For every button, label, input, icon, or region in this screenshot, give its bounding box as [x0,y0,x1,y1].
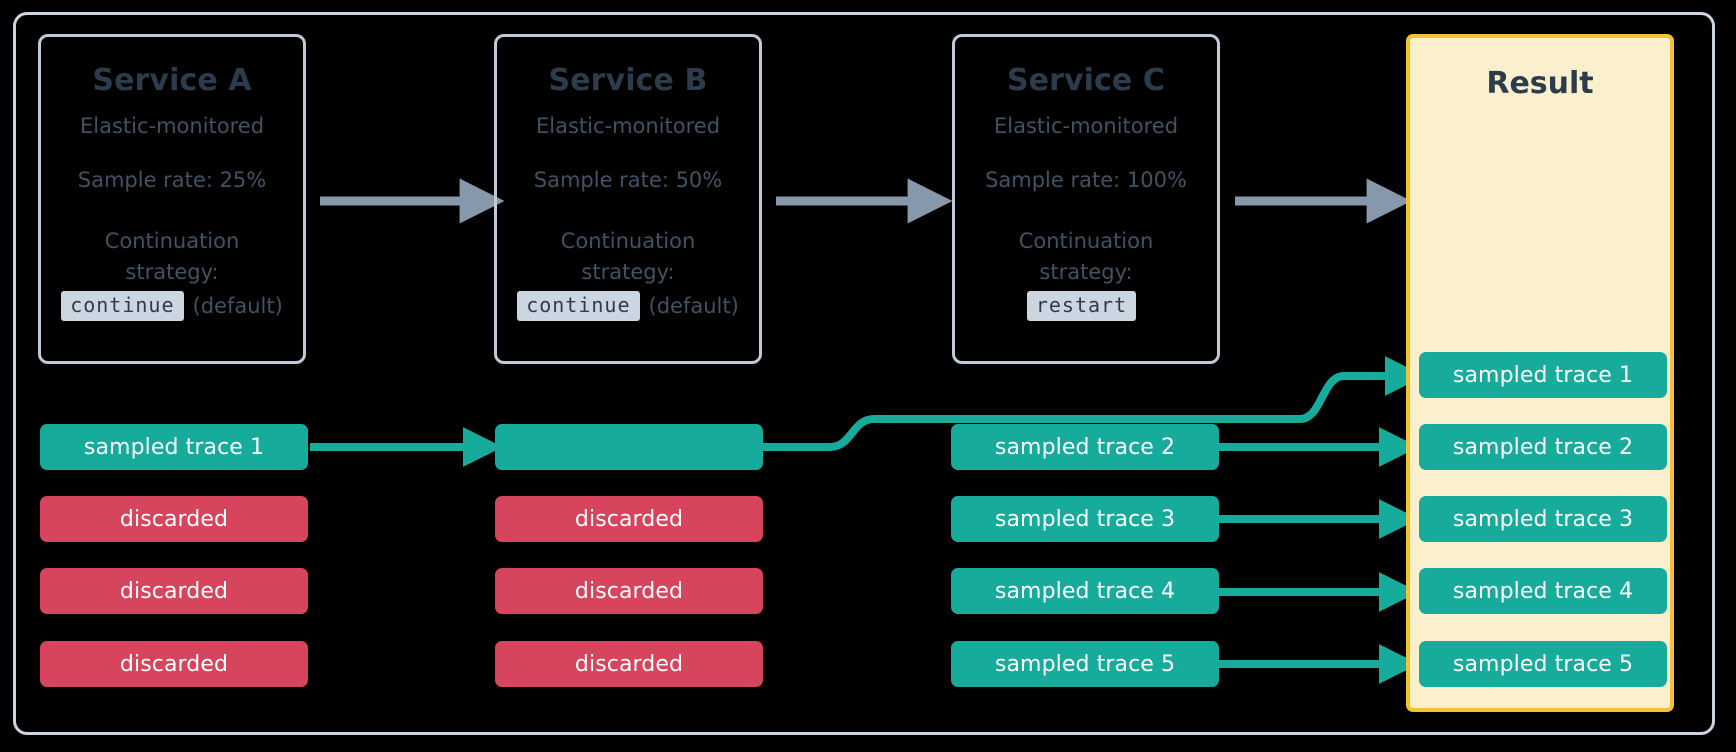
service-c-sample-rate: Sample rate: 100% [985,168,1187,193]
service-b-monitored: Elastic-monitored [535,114,721,138]
service-a-strategy-row: continue (default) [41,291,303,322]
trace-pill-c-1-label: sampled trace 3 [994,506,1176,532]
trace-pill-c-2-label: sampled trace 4 [994,578,1176,604]
service-b-strategy-code: continue [517,291,640,322]
trace-pill-result-4-label: sampled trace 5 [1452,651,1634,677]
trace-pill-c-0: sampled trace 2 [951,424,1219,470]
trace-pill-c-3: sampled trace 5 [951,641,1219,687]
trace-pill-result-4: sampled trace 5 [1419,641,1667,687]
service-b-strategy-row: continue (default) [497,291,759,322]
service-c-strategy-code: restart [1026,291,1137,322]
service-b-strategy-note: (default) [648,294,739,319]
service-c-strategy-label-2: strategy: [1039,260,1133,285]
service-b-strategy-label-1: Continuation [560,228,696,253]
trace-pill-b-2: discarded [495,568,763,614]
trace-pill-c-3-label: sampled trace 5 [994,651,1176,677]
service-b-strategy-label-2: strategy: [581,260,675,285]
trace-pill-a-1-label: discarded [119,506,229,532]
trace-pill-b-1: discarded [495,496,763,542]
service-a-sample-rate: Sample rate: 25% [77,168,267,193]
trace-pill-b-1-label: discarded [574,506,684,532]
service-c-monitored: Elastic-monitored [993,114,1179,138]
service-a-strategy-note: (default) [192,294,283,319]
trace-pill-result-1-label: sampled trace 2 [1452,434,1634,460]
service-card-b: Service B Elastic-monitored Sample rate:… [494,34,762,364]
result-title: Result [1486,66,1594,101]
service-a-monitored: Elastic-monitored [79,114,265,138]
trace-pill-a-0-label: sampled trace 1 [83,434,265,460]
trace-pill-b-3-label: discarded [574,651,684,677]
service-a-strategy-label-2: strategy: [125,260,219,285]
service-a-strategy-code: continue [61,291,184,322]
trace-pill-result-1: sampled trace 2 [1419,424,1667,470]
trace-pill-b-0 [495,424,763,470]
trace-pill-result-2: sampled trace 3 [1419,496,1667,542]
trace-pill-result-3-label: sampled trace 4 [1452,578,1634,604]
trace-pill-a-0: sampled trace 1 [40,424,308,470]
trace-pill-a-2: discarded [40,568,308,614]
trace-pill-a-2-label: discarded [119,578,229,604]
trace-pill-result-2-label: sampled trace 3 [1452,506,1634,532]
trace-pill-c-0-label: sampled trace 2 [994,434,1176,460]
service-b-title: Service B [548,63,708,98]
trace-pill-c-2: sampled trace 4 [951,568,1219,614]
service-b-sample-rate: Sample rate: 50% [533,168,723,193]
trace-pill-a-3: discarded [40,641,308,687]
trace-pill-result-0: sampled trace 1 [1419,352,1667,398]
trace-pill-result-3: sampled trace 4 [1419,568,1667,614]
service-c-strategy-label-1: Continuation [1018,228,1154,253]
diagram-outer-frame [13,12,1715,735]
service-c-strategy-row: restart [955,291,1217,322]
service-card-a: Service A Elastic-monitored Sample rate:… [38,34,306,364]
trace-pill-b-2-label: discarded [574,578,684,604]
service-card-c: Service C Elastic-monitored Sample rate:… [952,34,1220,364]
trace-pill-result-0-label: sampled trace 1 [1452,362,1634,388]
trace-pill-a-3-label: discarded [119,651,229,677]
service-c-title: Service C [1006,63,1166,98]
trace-pill-a-1: discarded [40,496,308,542]
trace-pill-b-3: discarded [495,641,763,687]
service-a-title: Service A [92,63,252,98]
trace-pill-c-1: sampled trace 3 [951,496,1219,542]
service-a-strategy-label-1: Continuation [104,228,240,253]
